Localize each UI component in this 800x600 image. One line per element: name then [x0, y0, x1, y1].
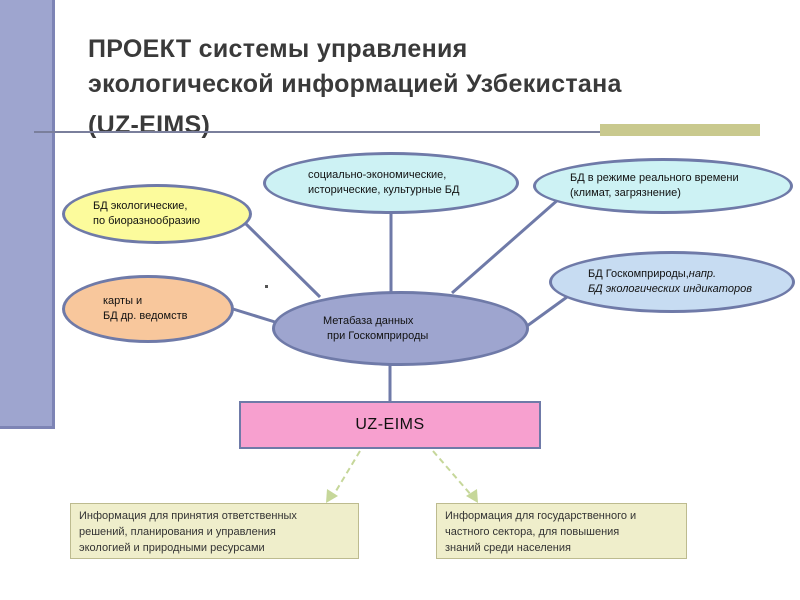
node-text: БД Госкомприроды,	[588, 268, 689, 280]
output-text: Информация для государственного и	[445, 510, 637, 522]
title-divider	[34, 131, 760, 133]
sidebar-band	[0, 0, 52, 428]
uz-eims-label: UZ-EIMS	[355, 416, 425, 433]
node-text: исторические, культурные БД	[308, 184, 460, 196]
title-divider-accent	[600, 124, 760, 136]
uz-eims-box: UZ-EIMS	[239, 401, 541, 449]
output-text: частного сектора, для повышения	[445, 526, 620, 538]
link-goskom	[526, 295, 568, 328]
node-text: Метабаза данных	[323, 314, 414, 327]
output-public-info: Информация для государственного и частно…	[436, 503, 687, 559]
arrowhead-left	[326, 489, 338, 503]
node-text: карты и	[103, 295, 143, 307]
node-text-italic: БД экологических индикаторов	[588, 283, 752, 295]
node-realtime-db: БД в режиме реального времени (климат, з…	[533, 158, 793, 214]
node-text: БД др. ведомств	[103, 310, 188, 322]
link-realtime	[451, 196, 561, 295]
arrowhead-right	[466, 489, 478, 503]
node-goskompriroda-db: БД Госкомприроды,напр. БД экологических …	[549, 251, 795, 313]
node-ecological-db: БД экологические, по биоразнообразию	[62, 184, 252, 244]
title-line-3: (UZ-EIMS)	[88, 111, 211, 139]
node-social-economic-db: социально-экономические, исторические, к…	[263, 152, 519, 214]
node-text: БД в режиме реального времени	[570, 172, 739, 184]
dashed-arrow-right	[432, 450, 473, 497]
node-text: по биоразнообразию	[93, 215, 201, 227]
node-text-line: БД Госкомприроды,напр.	[588, 267, 792, 282]
output-text: знаний среди населения	[445, 542, 571, 554]
node-text-italic: напр.	[688, 268, 717, 280]
sidebar-base-line	[0, 426, 55, 429]
output-text: Информация для принятия ответственных	[79, 510, 297, 522]
decorative-dot	[265, 285, 268, 288]
node-maps-db: карты и БД др. ведомств	[62, 275, 234, 343]
page-title: ПРОЕКТ системы управления экологической …	[88, 32, 778, 143]
sidebar-edge	[52, 0, 55, 428]
node-text: (климат, загрязнение)	[570, 187, 681, 199]
node-text: при Госкомприроды	[327, 329, 429, 342]
link-maps	[232, 307, 276, 324]
node-text: БД экологические,	[93, 200, 188, 212]
node-text: социально-экономические,	[308, 169, 447, 181]
node-metabase: Метабаза данных при Госкомприроды	[272, 291, 529, 366]
title-line-1: ПРОЕКТ системы управления	[88, 35, 468, 63]
output-decision-info: Информация для принятия ответственных ре…	[70, 503, 359, 559]
output-text: экологией и природными ресурсами	[79, 542, 265, 554]
dashed-arrow-left	[332, 450, 361, 497]
title-line-2: экологической информацией Узбекистана	[88, 70, 622, 98]
link-eco	[242, 220, 322, 299]
output-text: решений, планирования и управления	[79, 526, 276, 538]
